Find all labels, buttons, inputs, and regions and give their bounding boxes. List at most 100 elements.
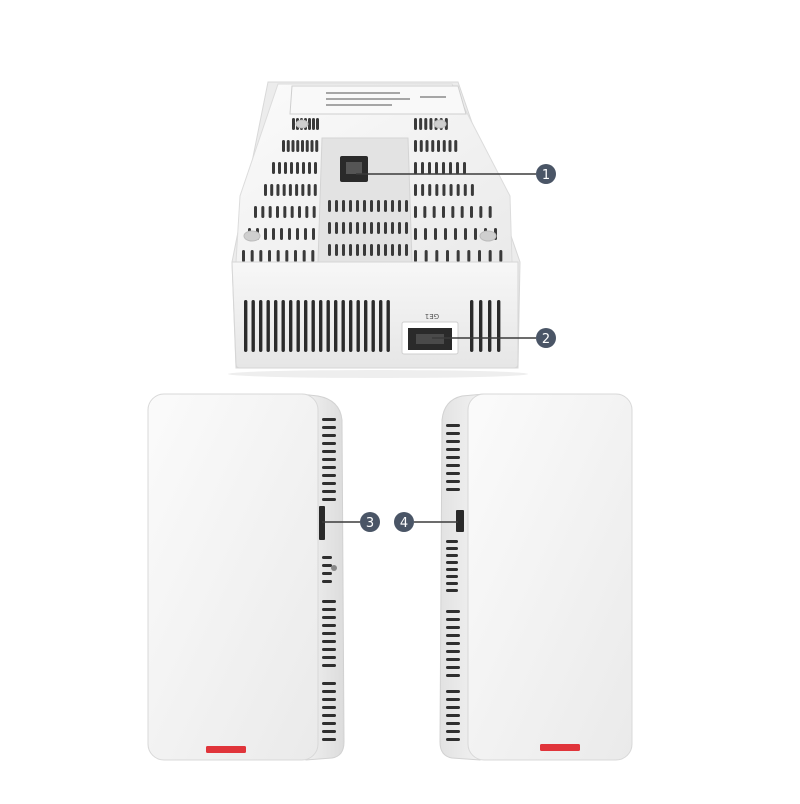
ethernet-port-1-contacts [346,162,362,174]
vent-slot [364,300,368,352]
vent-slot [342,200,345,212]
vent-slot [310,140,314,152]
vent-slot [497,300,501,352]
vent-slot [322,656,336,659]
vent-slot [328,200,331,212]
vent-slot [322,624,336,627]
vent-slot [414,206,417,218]
vent-slot [446,714,460,717]
vent-slot [322,682,336,685]
vent-slot [322,722,336,725]
vent-slot [414,184,417,196]
vent-slot [302,250,306,262]
vent-slot [301,140,304,152]
vent-slot [322,426,336,429]
vent-slot [435,162,438,174]
vent-slot [356,244,359,256]
vent-slot [305,206,309,218]
vent-slot [425,140,429,152]
vent-slot [446,575,458,578]
vent-slot [444,228,447,240]
vent-slot [405,222,408,234]
vent-slot [342,222,345,234]
vent-slot [456,184,460,196]
vent-slot [421,162,424,174]
vent-slot [419,118,423,130]
vent-slot [290,206,294,218]
vent-slot [272,228,275,240]
vent-slot [370,222,373,234]
vent-slot [419,140,423,152]
vent-slot [446,424,460,427]
vent-slot [311,300,315,352]
vent-slot [290,162,293,174]
callout-4-number: 4 [400,516,408,531]
vent-slot [313,184,317,196]
vent-slot [322,706,336,709]
vent-slot [272,162,275,174]
vent-slot [470,184,474,196]
vent-slot [451,206,455,218]
vent-slot [304,300,308,352]
vent-slot [446,634,460,637]
vent-slot [322,698,336,701]
vent-slot [244,300,248,352]
vent-slot [449,184,453,196]
vent-slot [328,222,331,234]
vent-slot [446,706,460,709]
vent-slot [467,250,471,262]
vent-slot [428,184,432,196]
vent-slot [446,722,460,725]
vent-slot [322,458,336,461]
vent-slot [349,300,353,352]
vent-slot [250,250,254,262]
vent-slot [322,730,336,733]
vent-slot [437,140,440,152]
vent-slot [270,184,274,196]
vent-slot [424,118,428,130]
vent-slot [286,140,290,152]
vent-slot [274,300,278,352]
vent-slot [356,200,359,212]
vent-slot [398,200,401,212]
vent-slot [446,456,460,459]
vent-slot [474,228,477,240]
vent-slot [384,222,387,234]
right-device-front-panel [467,393,633,761]
vent-slot [307,184,311,196]
vent-slot [322,450,336,453]
vent-slot [377,222,380,234]
front-wall-vents [244,300,501,352]
vent-slot [322,608,336,611]
vent-slot [281,300,285,352]
vent-slot [448,140,452,152]
vent-slot [414,118,417,130]
vent-slot [322,434,336,437]
vent-slot [405,200,408,212]
vent-slot [384,244,387,256]
vent-slot [291,140,295,152]
vent-slot [312,228,315,240]
vent-slot [242,250,245,262]
left-device-side-vents [322,418,336,741]
left-side-view [147,393,345,761]
vent-slot [446,547,458,550]
vent-slot [446,488,460,491]
left-device-status-indicator [206,746,246,753]
vent-slot [268,206,272,218]
label-text-lines [326,92,446,106]
vent-slot [488,300,492,352]
vent-slot [322,556,332,559]
vent-slot [499,250,503,262]
vent-slot [446,464,460,467]
vent-slot [398,222,401,234]
vent-slot [442,184,446,196]
vent-slot [446,250,449,262]
vent-slot [446,690,460,693]
vent-slot [311,250,315,262]
vent-slot [391,244,394,256]
vent-slot [424,250,428,262]
vent-slot [322,564,332,567]
vent-slot [268,250,271,262]
vent-slot [251,300,255,352]
